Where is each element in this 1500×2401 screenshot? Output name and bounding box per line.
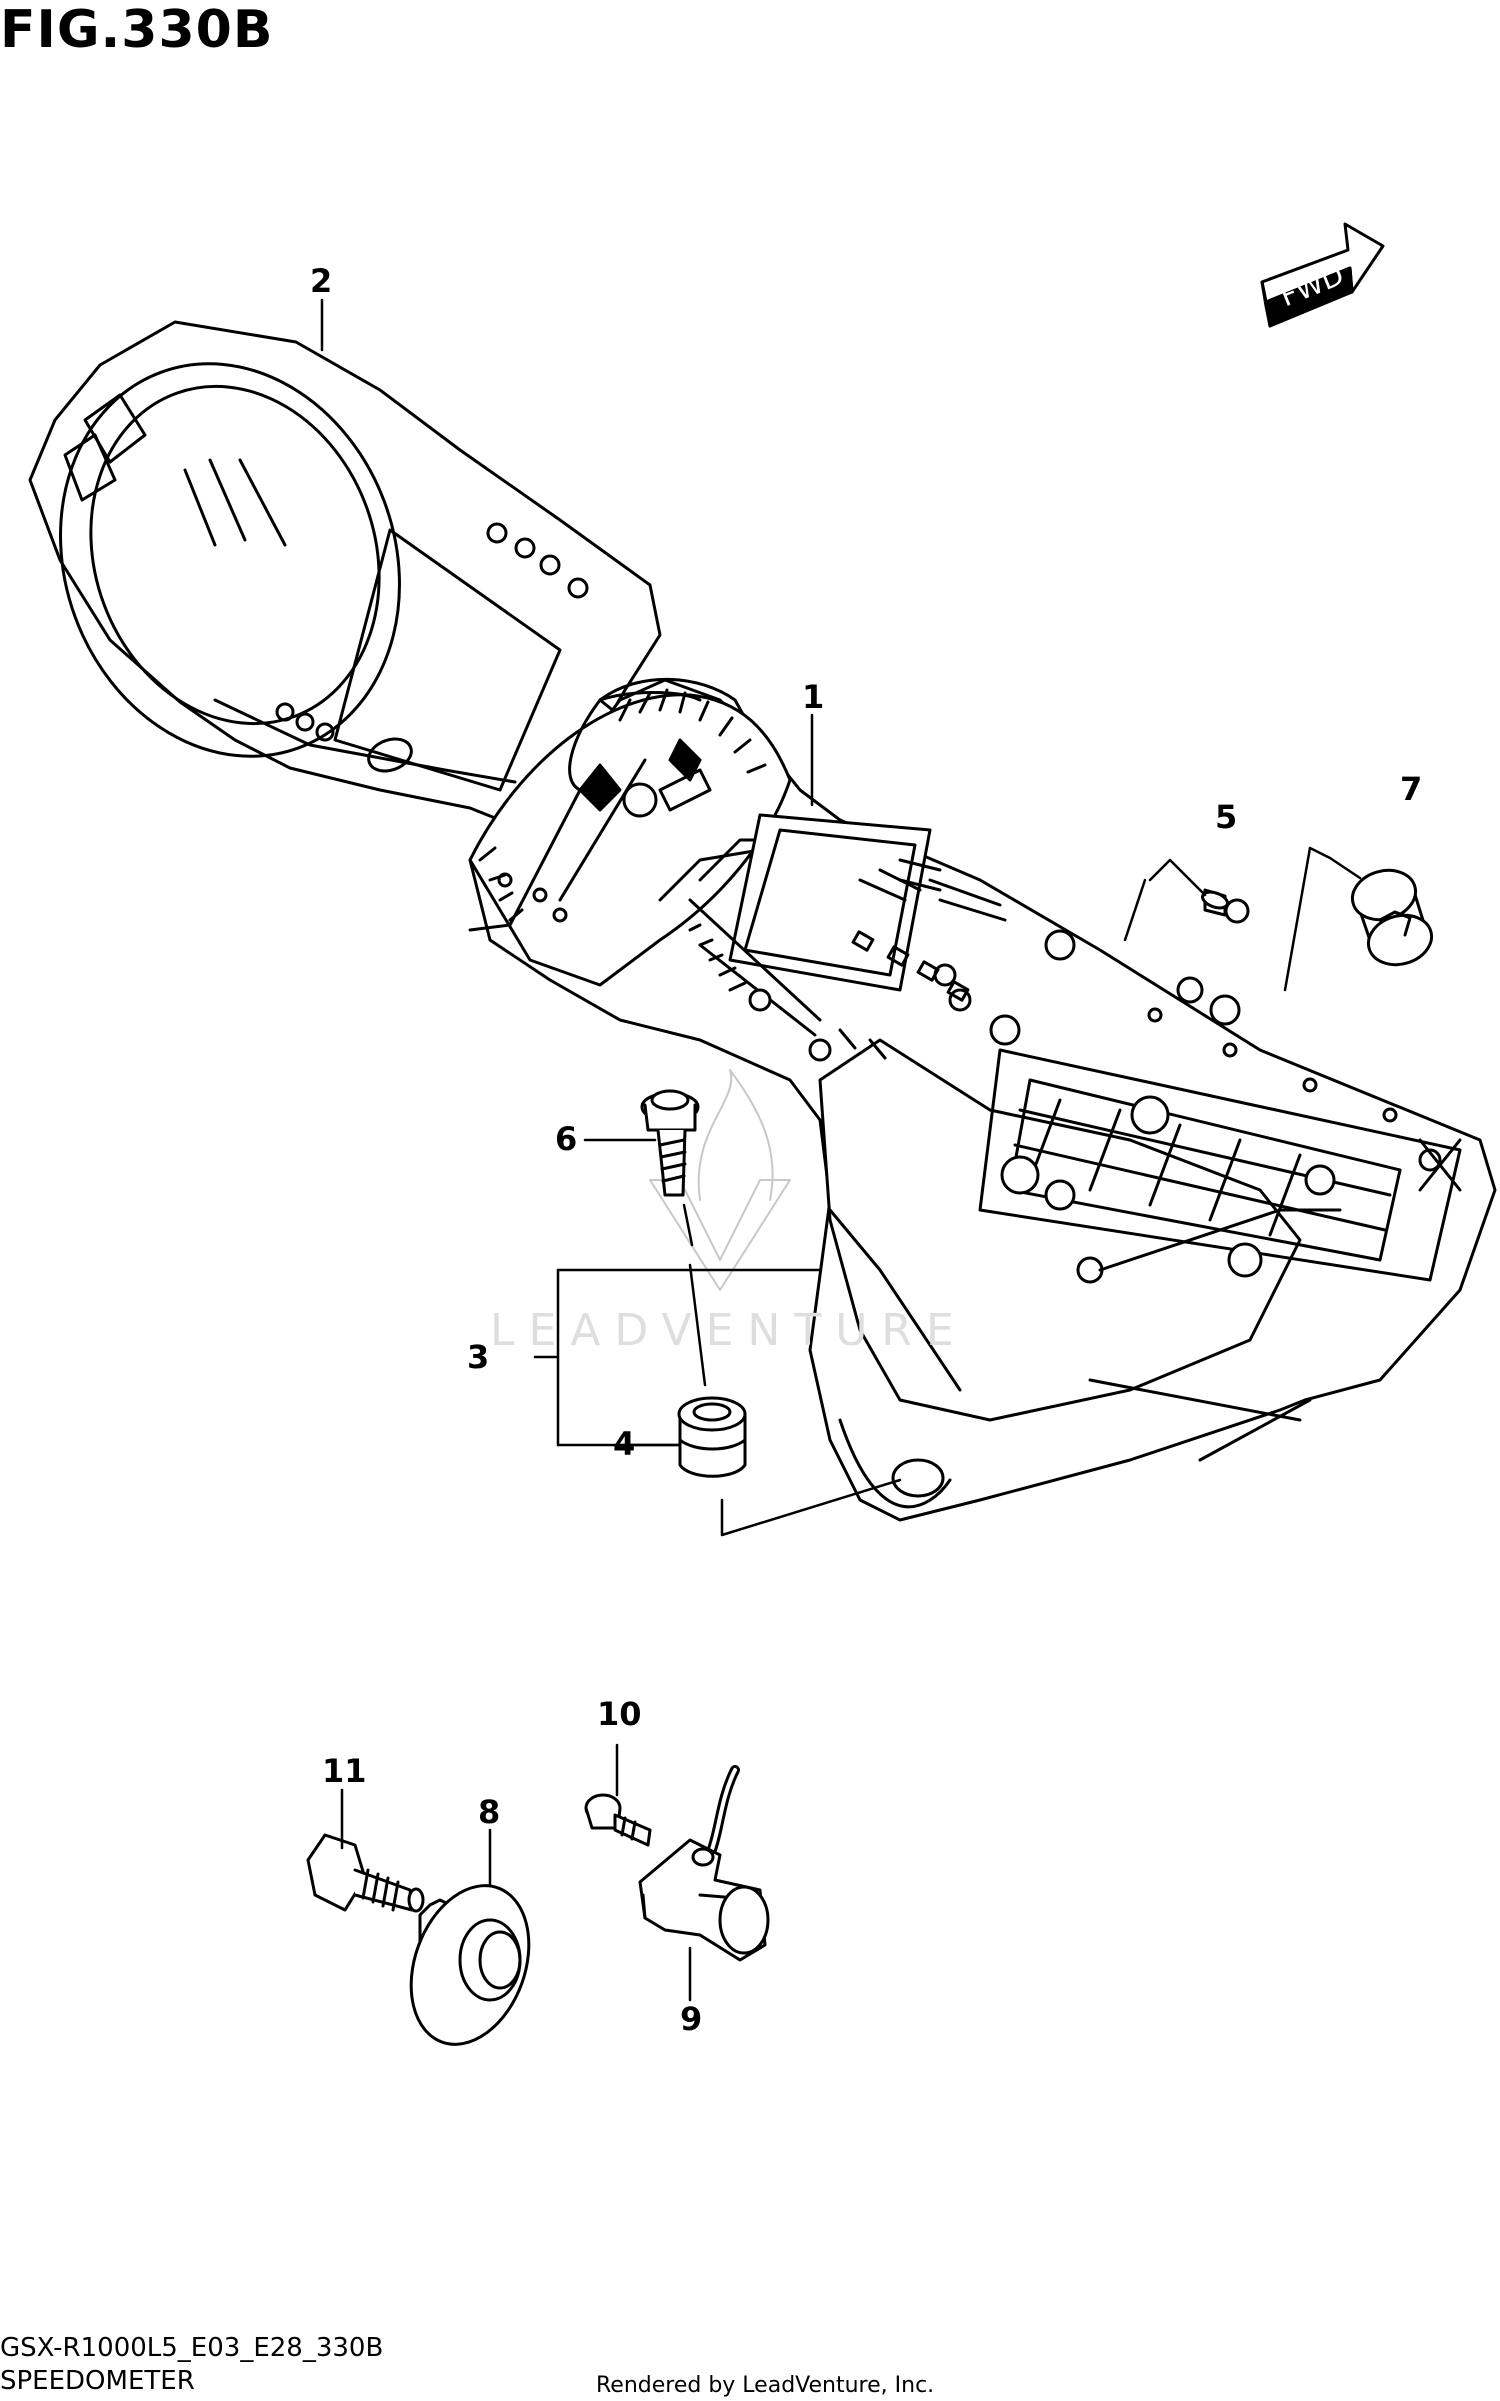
- speedometer-assembly-part: [468, 677, 1497, 1522]
- section-name: SPEEDOMETER: [0, 2366, 195, 2396]
- cap-7-part: [1350, 868, 1434, 967]
- leader-lines: [320, 298, 1362, 2002]
- callout-10: 10: [597, 1695, 642, 1733]
- callout-1: 1: [802, 678, 824, 716]
- rendered-by-credit: Rendered by LeadVenture, Inc.: [596, 2373, 935, 2398]
- bolt-11-part: [306, 1833, 425, 1913]
- leadventure-watermark-icon: LEADVENTURE: [490, 1069, 968, 1356]
- watermark-text: LEADVENTURE: [490, 1305, 968, 1356]
- figure-title: FIG.330B: [0, 0, 274, 60]
- screw-6-part: [640, 1089, 700, 1197]
- callout-3: 3: [467, 1338, 489, 1376]
- callout-7: 7: [1400, 770, 1422, 808]
- callout-2: 2: [310, 262, 332, 300]
- bolt-10-part: [584, 1793, 652, 1847]
- fwd-arrow-icon: FWD: [1260, 222, 1385, 328]
- callout-9: 9: [680, 2000, 702, 2038]
- spacer-8-part: [409, 1884, 531, 2046]
- speed-sensor-9-part: [638, 1765, 770, 1962]
- cushion-4-part: [677, 1396, 747, 1478]
- callout-5: 5: [1215, 798, 1237, 836]
- callout-11: 11: [322, 1752, 367, 1790]
- screw-5-part: [1201, 888, 1250, 924]
- callout-labels: 2 1 5 7 6 3 4 10 11 8 9: [310, 262, 1422, 2038]
- callout-8: 8: [478, 1793, 500, 1831]
- callout-6: 6: [555, 1120, 577, 1158]
- model-code: GSX-R1000L5_E03_E28_330B: [0, 2333, 384, 2363]
- callout-4: 4: [613, 1425, 635, 1463]
